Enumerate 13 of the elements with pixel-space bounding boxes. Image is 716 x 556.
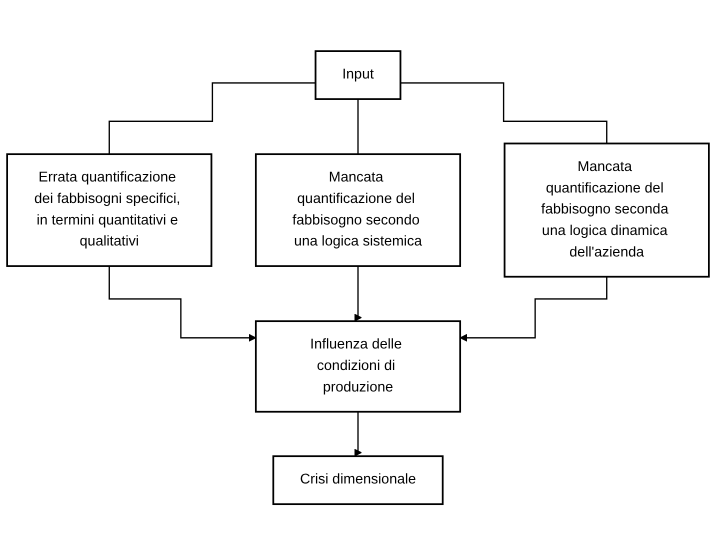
- node-box: Influenza delle condizioni di produzione: [254, 320, 462, 414]
- arrow: [460, 276, 608, 342]
- node-box: Crisi dimensionale: [272, 456, 444, 506]
- node-box: Input: [314, 50, 402, 100]
- node-box: Mancata quantificazione del fabbisogno secondo una logica sistemica: [254, 154, 462, 268]
- connector: [400, 82, 608, 145]
- connector: [357, 98, 359, 156]
- node-box: Mancata quantificazione del fabbisogno seconda una logica dinamica dell'azienda: [504, 142, 710, 278]
- arrow: [354, 411, 362, 457]
- arrow: [354, 266, 362, 322]
- arrow: [108, 266, 256, 342]
- connector: [108, 82, 316, 156]
- node-box: Errata quantificazione dei fabbisogni specifici, in termini quantitativi e qualitativi: [6, 154, 212, 268]
